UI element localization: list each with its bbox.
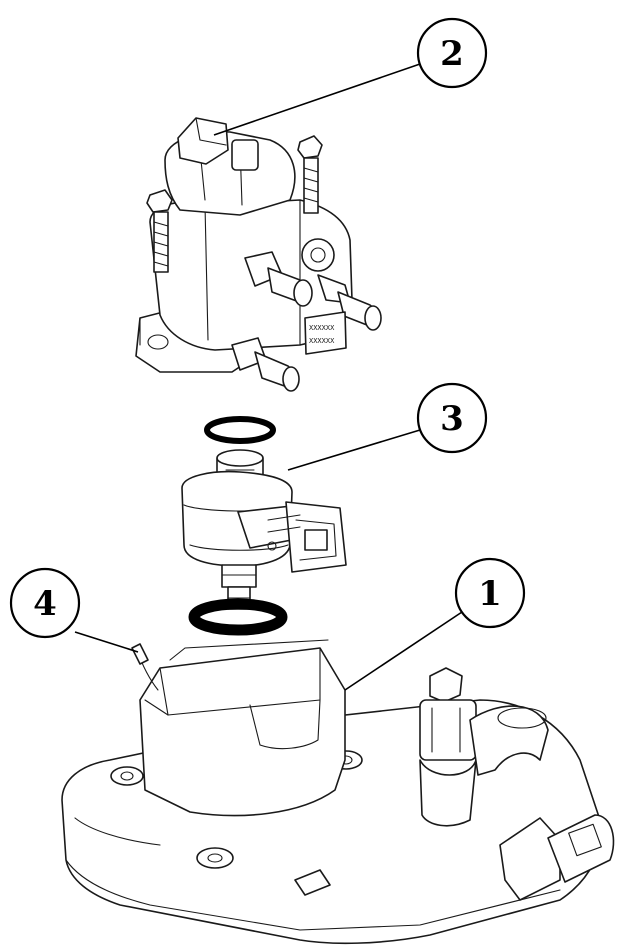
hose-fitting-middle [244,251,313,307]
housing-side-connector [499,814,615,901]
callout-4-number: 4 [33,584,57,624]
leader-lines [74,63,463,691]
callout-2: 2 [416,17,488,89]
label-plate: XXXXXX XXXXXX [304,311,347,355]
right-stud-bolt [297,135,323,214]
housing-bolt-boss-2 [196,847,234,869]
upper-o-ring [204,416,276,444]
housing [61,639,615,945]
callout-3: 3 [416,382,488,454]
left-stud-bolt [146,189,173,273]
label-plate-line1: XXXXXX [309,324,335,332]
callout-1-number: 1 [478,574,502,614]
callout-4: 4 [9,567,81,639]
leader-line-2 [213,63,421,136]
housing-bolt-boss-1 [110,766,144,786]
hose-fitting-bottom [231,337,300,392]
housing-top-bolt [419,667,477,827]
leader-line-3 [287,429,421,471]
lower-seal-washer [188,598,288,636]
callout-3-number: 3 [440,399,464,439]
label-plate-line2: XXXXXX [309,337,335,345]
callout-2-number: 2 [440,34,464,74]
valve-actuator [181,449,347,610]
hose-fitting-right [317,274,382,331]
upper-pump-assembly: XXXXXX XXXXXX [135,117,382,392]
leader-line-1 [344,611,463,691]
leader-line-4 [74,631,139,653]
callout-1: 1 [454,557,526,629]
